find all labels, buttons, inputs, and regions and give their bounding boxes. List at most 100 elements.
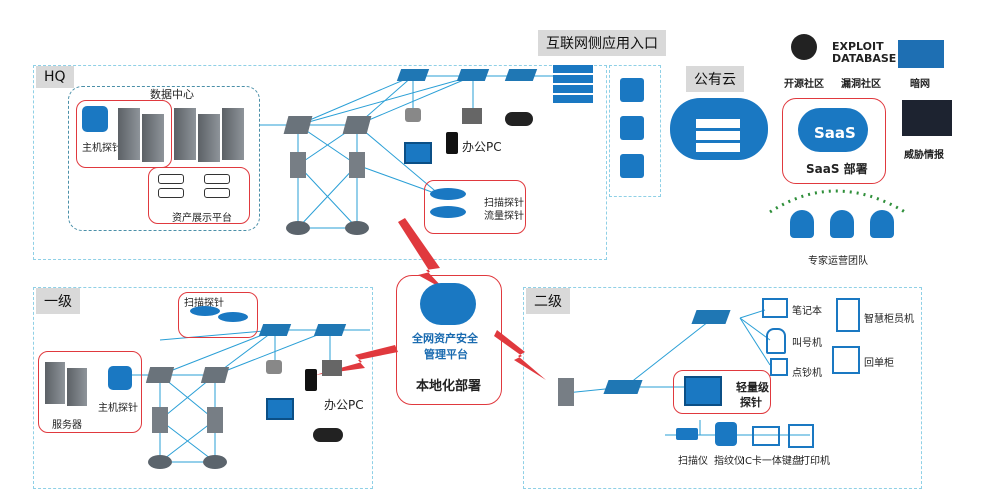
hq-office-pc-label: 办公PC bbox=[462, 140, 502, 154]
l1-router-2 bbox=[203, 455, 227, 469]
hq-host-probe-icon bbox=[82, 106, 108, 132]
hq-mobile-phone bbox=[446, 132, 458, 154]
hq-server-1 bbox=[118, 108, 140, 160]
scanner-label: 扫描仪 bbox=[678, 456, 708, 467]
l1-router-1 bbox=[148, 455, 172, 469]
hq-tag: HQ bbox=[36, 66, 74, 88]
expert-team-label: 专家运营团队 bbox=[808, 256, 868, 267]
caller-label: 叫号机 bbox=[792, 338, 822, 349]
hq-scan-probe-device-1 bbox=[430, 188, 466, 200]
ic-keyboard-label: IC卡一体键盘 bbox=[742, 456, 802, 467]
hq-firewall-2 bbox=[349, 152, 365, 178]
asset-platform-box bbox=[148, 167, 250, 224]
laptop-label: 笔记本 bbox=[792, 306, 822, 317]
light-probe-box bbox=[673, 370, 771, 414]
hq-wifi-ap bbox=[405, 108, 421, 122]
level1-region bbox=[33, 287, 373, 489]
l1-desktop-pc bbox=[322, 360, 342, 376]
laptop-icon bbox=[762, 298, 788, 318]
darknet-icon bbox=[898, 40, 944, 68]
hq-desktop-pc bbox=[462, 108, 482, 124]
hq-region bbox=[33, 65, 607, 260]
l1-mobile-phone bbox=[305, 369, 317, 391]
l1-scan-probe-label: 扫描探针 bbox=[184, 298, 224, 309]
asset-platform-label: 资产展示平台 bbox=[172, 213, 232, 224]
platform-device-4 bbox=[204, 188, 230, 198]
hq-traffic-probe-label: 流量探针 bbox=[484, 211, 524, 222]
level1-link-bolt bbox=[315, 345, 398, 375]
entry-icon-2 bbox=[620, 116, 644, 140]
hq-router-2 bbox=[345, 221, 369, 235]
threat-intel-label: 威胁情报 bbox=[904, 150, 944, 161]
saas-deploy-label: SaaS 部署 bbox=[806, 162, 868, 176]
receipt-cabinet-label: 回单柜 bbox=[864, 358, 894, 369]
smart-teller-label: 智慧柜员机 bbox=[864, 314, 914, 325]
threat-intel-icon bbox=[902, 100, 952, 136]
darknet-label: 暗网 bbox=[910, 79, 930, 90]
vuln-community-label: 漏洞社区 bbox=[841, 79, 881, 90]
internet-entry-region bbox=[609, 65, 661, 197]
hq-firewall-1 bbox=[290, 152, 306, 178]
l1-host-probe-icon bbox=[108, 366, 132, 390]
l1-wifi-ap bbox=[266, 360, 282, 374]
hq-camera bbox=[505, 112, 533, 126]
ic-keyboard-icon bbox=[752, 426, 780, 446]
central-platform-title-1: 全网资产安全 bbox=[412, 332, 478, 345]
cash-counter-icon bbox=[770, 358, 788, 376]
l2-firewall bbox=[558, 378, 574, 406]
l1-server-1 bbox=[45, 362, 65, 404]
expert-user-icon-2 bbox=[830, 210, 854, 238]
smart-teller-icon bbox=[836, 298, 860, 332]
data-center-label: 数据中心 bbox=[150, 88, 194, 101]
local-deploy-label: 本地化部署 bbox=[416, 379, 482, 394]
light-probe-monitor bbox=[684, 376, 722, 406]
saas-box bbox=[782, 98, 886, 184]
expert-user-icon-3 bbox=[870, 210, 894, 238]
l1-host-probe-label: 主机探针 bbox=[98, 403, 138, 414]
l1-office-pc-label: 办公PC bbox=[324, 398, 364, 412]
hq-scan-probe-box bbox=[424, 180, 526, 234]
caller-icon bbox=[766, 328, 786, 354]
public-cloud-tag: 公有云 bbox=[686, 66, 744, 92]
hq-link-bolt bbox=[398, 218, 445, 290]
l1-server-2 bbox=[67, 368, 87, 406]
l1-office-monitor bbox=[266, 398, 294, 420]
entry-icon-3 bbox=[620, 154, 644, 178]
central-platform-cloud-icon bbox=[420, 283, 476, 325]
entry-icon-1 bbox=[620, 78, 644, 102]
level1-tag: 一级 bbox=[36, 288, 80, 314]
level2-tag: 二级 bbox=[526, 288, 570, 314]
l1-scan-probe-box bbox=[178, 292, 258, 338]
cloud-server-icon bbox=[696, 118, 740, 152]
l1-camera bbox=[313, 428, 343, 442]
hq-router-1 bbox=[286, 221, 310, 235]
l1-server-label: 服务器 bbox=[52, 420, 82, 431]
hq-server-5 bbox=[222, 108, 244, 160]
l1-firewall-1 bbox=[152, 407, 168, 433]
platform-device-3 bbox=[158, 188, 184, 198]
hq-host-probe-label: 主机探针 bbox=[82, 143, 122, 154]
printer-label: 打印机 bbox=[800, 456, 830, 467]
receipt-cabinet-icon bbox=[832, 346, 860, 374]
central-platform-title-2: 管理平台 bbox=[424, 348, 468, 361]
l1-firewall-2 bbox=[207, 407, 223, 433]
central-platform-box bbox=[396, 275, 502, 405]
hq-server-3 bbox=[174, 108, 196, 160]
light-probe-label-2: 探针 bbox=[740, 396, 762, 409]
cash-counter-label: 点钞机 bbox=[792, 368, 822, 379]
scanner-icon bbox=[676, 428, 698, 440]
hq-server-4 bbox=[198, 114, 220, 162]
hq-office-monitor bbox=[404, 142, 432, 164]
level2-region bbox=[523, 287, 922, 489]
printer-icon bbox=[788, 424, 814, 448]
platform-device-1 bbox=[158, 174, 184, 184]
light-probe-label-1: 轻量级 bbox=[736, 381, 769, 394]
saas-logo-text: SaaS bbox=[814, 124, 856, 142]
platform-device-2 bbox=[204, 174, 230, 184]
open-source-label: 开源社区 bbox=[784, 79, 824, 90]
exploit-db-logo-2: DATABASE bbox=[832, 52, 897, 65]
internet-entry-tag: 互联网侧应用入口 bbox=[538, 30, 666, 56]
hq-scan-probe-device-2 bbox=[430, 206, 466, 218]
hq-scan-probe-label: 扫描探针 bbox=[484, 198, 524, 209]
